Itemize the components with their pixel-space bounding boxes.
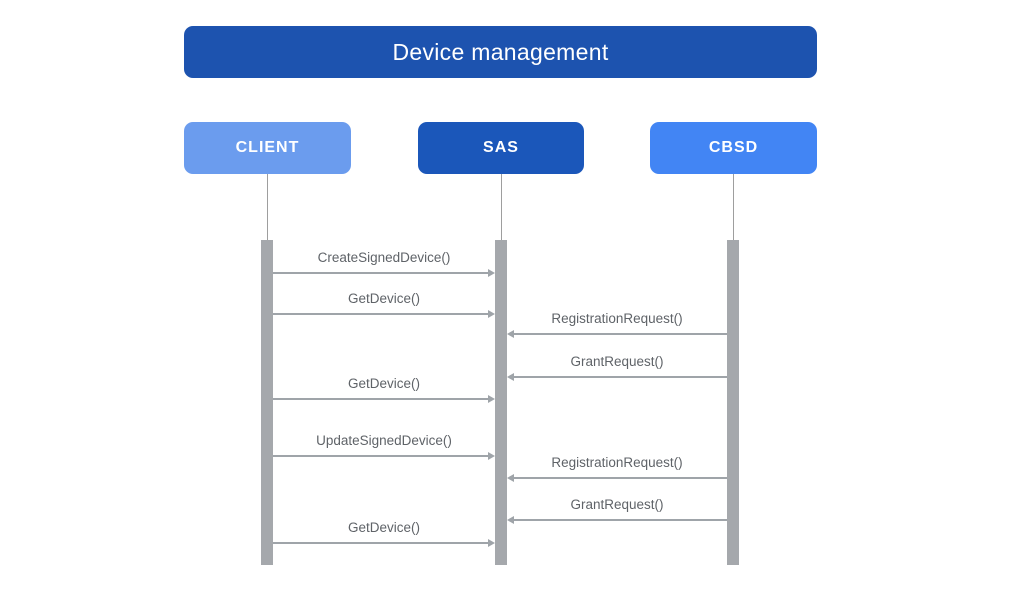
message-label: GetDevice() bbox=[347, 520, 421, 535]
message-arrowhead-icon bbox=[488, 309, 495, 318]
message-arrow-line bbox=[513, 519, 727, 521]
message-label: RegistrationRequest() bbox=[551, 455, 683, 470]
message-arrowhead-icon bbox=[488, 394, 495, 403]
diagram-title: Device management bbox=[184, 26, 817, 78]
lifeline-sas bbox=[501, 174, 502, 240]
actor-label: CBSD bbox=[708, 139, 759, 156]
actor-box-cbsd: CBSD bbox=[650, 122, 817, 174]
message-label: GrantRequest() bbox=[570, 354, 664, 369]
message-label: UpdateSignedDevice() bbox=[316, 433, 452, 448]
message-label: CreateSignedDevice() bbox=[317, 250, 451, 265]
message-arrowhead-icon bbox=[488, 538, 495, 547]
message-arrow-line bbox=[513, 333, 727, 335]
actor-box-client: CLIENT bbox=[184, 122, 351, 174]
message-arrowhead-icon bbox=[507, 473, 514, 482]
lifeline-cbsd bbox=[733, 174, 734, 240]
actor-box-sas: SAS bbox=[418, 122, 584, 174]
message-label: GrantRequest() bbox=[570, 497, 664, 512]
activation-bar-client bbox=[261, 240, 273, 565]
message-arrow-line bbox=[273, 398, 489, 400]
message-arrow-line bbox=[273, 542, 489, 544]
message-label: RegistrationRequest() bbox=[551, 311, 683, 326]
message-arrowhead-icon bbox=[488, 451, 495, 460]
message-arrowhead-icon bbox=[488, 268, 495, 277]
lifeline-client bbox=[267, 174, 268, 240]
message-arrow-line bbox=[273, 313, 489, 315]
message-label: GetDevice() bbox=[347, 376, 421, 391]
activation-bar-sas bbox=[495, 240, 507, 565]
actor-label: CLIENT bbox=[235, 139, 300, 156]
actor-label: SAS bbox=[483, 139, 519, 156]
message-arrow-line bbox=[273, 455, 489, 457]
message-label: GetDevice() bbox=[347, 291, 421, 306]
message-arrow-line bbox=[513, 477, 727, 479]
message-arrow-line bbox=[513, 376, 727, 378]
message-arrowhead-icon bbox=[507, 372, 514, 381]
activation-bar-cbsd bbox=[727, 240, 739, 565]
message-arrow-line bbox=[273, 272, 489, 274]
message-arrowhead-icon bbox=[507, 515, 514, 524]
message-arrowhead-icon bbox=[507, 329, 514, 338]
